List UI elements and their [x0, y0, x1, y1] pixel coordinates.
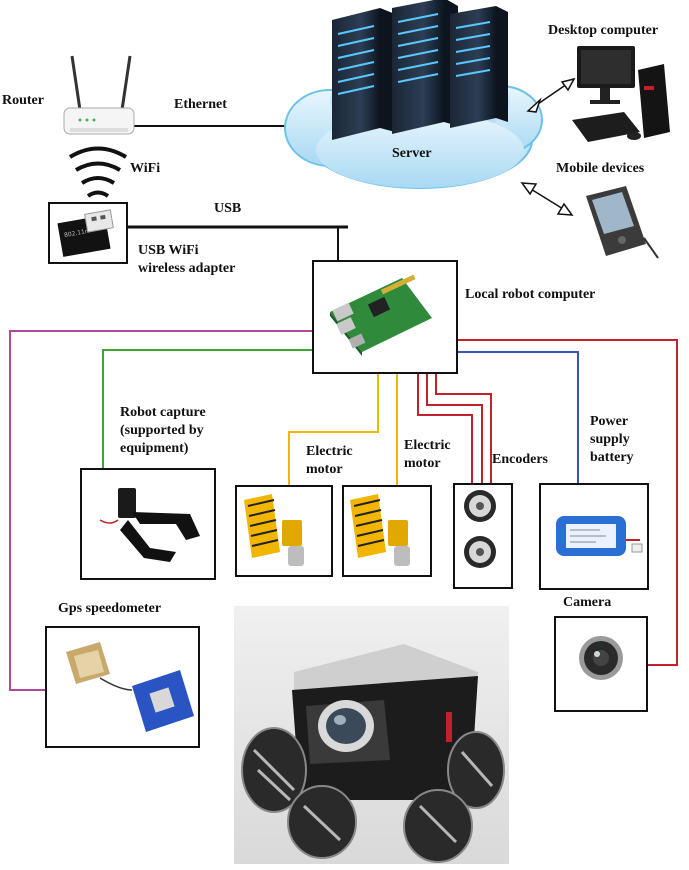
camera-icon	[579, 636, 623, 680]
mobile-link-arrow	[520, 182, 574, 216]
battery-icon	[556, 516, 643, 556]
gps-label: Gps speedometer	[58, 601, 162, 616]
desktop-link-arrow	[526, 77, 576, 113]
encoders-box	[453, 483, 513, 589]
wifi-label: WiFi	[130, 161, 161, 176]
power-label-3: battery	[590, 450, 634, 465]
robot-capture-label-3: equipment)	[120, 441, 189, 456]
local-robot-computer-box	[312, 260, 458, 374]
power-label-2: supply	[590, 432, 630, 447]
electric-motor-icon-1	[244, 494, 304, 566]
desktop-computer-icon	[572, 46, 670, 142]
power-label-1: Power	[590, 414, 629, 429]
desktop-label: Desktop computer	[548, 23, 659, 38]
wire-red-camera	[456, 339, 678, 666]
wire-red-encoder-2	[426, 372, 483, 484]
electric-motor-box-1	[235, 485, 333, 577]
robot-capture-box	[80, 468, 216, 580]
usb-label: USB	[214, 201, 242, 216]
encoder-icon-2	[464, 536, 496, 568]
router-label: Router	[2, 93, 44, 108]
encoder-icon-1	[464, 490, 496, 522]
server-rack-icon	[332, 0, 508, 140]
wire-green-capture	[102, 349, 312, 468]
server-label: Server	[392, 146, 432, 161]
gps-antenna-icon	[66, 642, 110, 684]
wire-blue-battery	[456, 351, 579, 483]
ethernet-label: Ethernet	[174, 97, 227, 112]
robot-capture-label-2: (supported by	[120, 423, 204, 438]
raspberry-pi-board-icon	[330, 274, 432, 356]
usb-wifi-adapter-icon	[48, 202, 128, 264]
motor2-label-2: motor	[404, 456, 441, 471]
encoders-label: Encoders	[492, 452, 548, 467]
motor1-label-2: motor	[306, 462, 343, 477]
robot-gripper-icon	[99, 488, 200, 562]
mobile-robot-photo	[234, 606, 509, 864]
wire-purple-gps	[9, 330, 312, 691]
usb-adapter-label-line2: wireless adapter	[138, 261, 236, 276]
mobile-device-icon	[586, 186, 659, 259]
motor2-label-1: Electric	[404, 438, 451, 453]
electric-motor-box-2	[342, 485, 432, 577]
usb-adapter-label-line1: USB WiFi	[138, 243, 199, 258]
wifi-icon	[68, 146, 128, 198]
wire-red-encoder-3	[435, 372, 492, 484]
electric-motor-icon-2	[350, 494, 410, 566]
local-computer-label: Local robot computer	[465, 287, 596, 302]
gps-module-icon	[99, 670, 194, 732]
battery-box	[539, 483, 649, 590]
robot-capture-label-1: Robot capture	[120, 405, 206, 420]
camera-label: Camera	[563, 595, 612, 610]
mobile-label: Mobile devices	[556, 161, 645, 176]
router-icon	[63, 55, 135, 135]
motor1-label-1: Electric	[306, 444, 353, 459]
camera-box	[554, 616, 648, 712]
gps-box	[45, 626, 200, 748]
wire-red-encoder-1	[417, 372, 473, 484]
wire-yellow-motor1	[288, 372, 379, 485]
